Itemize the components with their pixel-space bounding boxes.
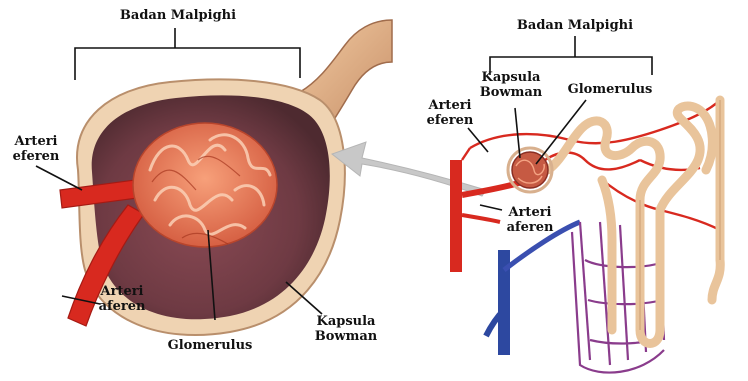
left-kapsula-bowman-label: Kapsula Bowman (306, 314, 386, 344)
right-nephron (450, 100, 720, 373)
right-arteri-eferen-label: Arteri eferen (420, 98, 480, 128)
right-badan-malpighi-label: Badan Malpighi (515, 18, 635, 33)
left-arteri-aferen-line2: aferen (92, 299, 152, 314)
right-arteri-aferen-line2: aferen (500, 220, 560, 235)
left-arteri-aferen-line1: Arteri (92, 284, 152, 299)
right-kapsula-bowman-label: Kapsula Bowman (476, 70, 546, 100)
left-badan-malpighi-label: Badan Malpighi (118, 8, 238, 23)
left-kapsula-bowman-line2: Bowman (306, 329, 386, 344)
right-arteri-aferen-label: Arteri aferen (500, 205, 560, 235)
right-kapsula-bowman-line1: Kapsula (476, 70, 546, 85)
left-arteri-eferen-label: Arteri eferen (6, 134, 66, 164)
right-kapsula-bowman-line2: Bowman (476, 85, 546, 100)
left-arteri-eferen-line2: eferen (6, 149, 66, 164)
right-arteri-aferen-line1: Arteri (500, 205, 560, 220)
right-arteri-eferen-line2: eferen (420, 113, 480, 128)
right-arteri-eferen-line1: Arteri (420, 98, 480, 113)
vasa-recta (572, 222, 664, 373)
left-arteri-eferen-line1: Arteri (6, 134, 66, 149)
right-glomerulus-label: Glomerulus (560, 82, 660, 97)
left-glomerulus-label: Glomerulus (160, 338, 260, 353)
zoom-arrow (332, 142, 486, 196)
left-kapsula-bowman-line1: Kapsula (306, 314, 386, 329)
right-leader-lines (468, 36, 652, 210)
left-arteri-aferen-label: Arteri aferen (92, 284, 152, 314)
renal-artery (450, 160, 462, 272)
